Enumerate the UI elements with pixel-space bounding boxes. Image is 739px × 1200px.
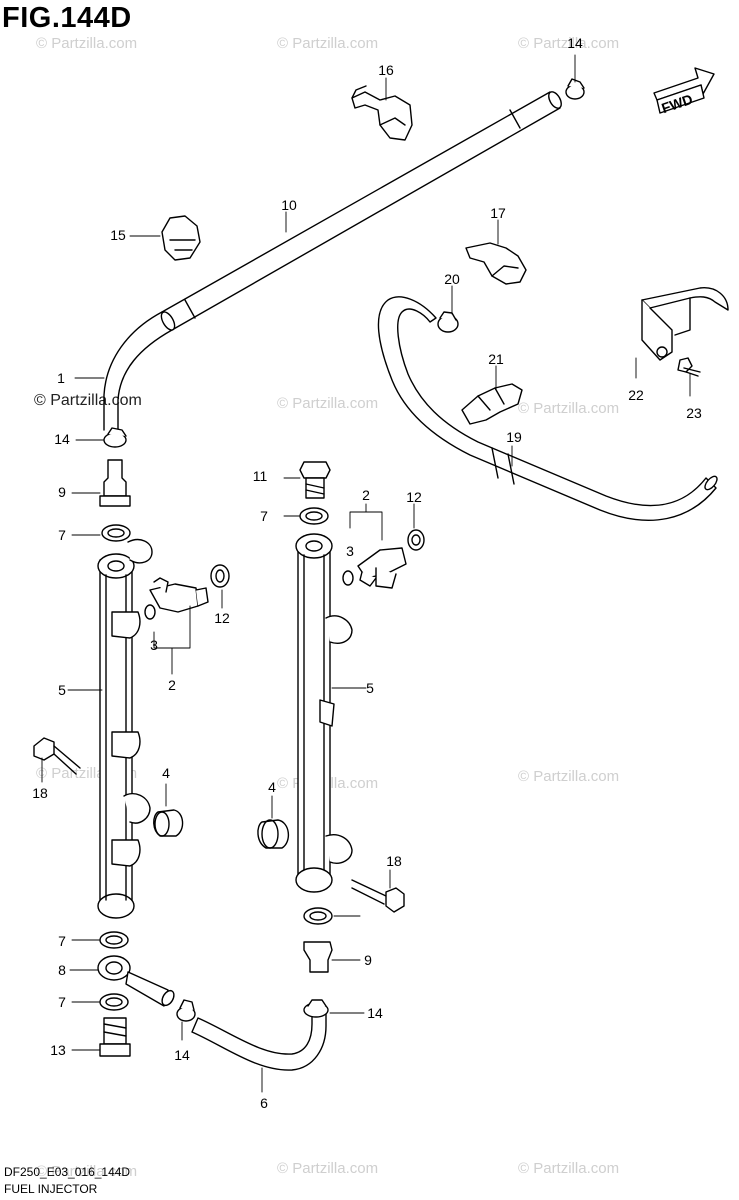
fuel-hose-upper: [103, 91, 562, 431]
plug-bolt-11: [299, 461, 331, 499]
fuel-injector-2-left: [149, 577, 209, 613]
callout-12: 12: [406, 489, 422, 505]
fuel-rail-5-right: [295, 533, 353, 893]
washer-7-right-top: [299, 507, 329, 525]
hose-clamp-14-left: [103, 427, 127, 448]
hose-clamp-14: [565, 78, 585, 100]
seal-3-right: [342, 570, 354, 586]
callout-14: 14: [174, 1047, 190, 1063]
figure-title: FIG.144D: [2, 2, 132, 34]
callout-11: 11: [253, 468, 268, 484]
callout-9: 9: [364, 952, 372, 968]
callout-13: 13: [50, 1042, 66, 1058]
watermark: © Partzilla.com: [518, 768, 620, 785]
hose-clamp-14-bottom-right: [303, 999, 329, 1018]
callout-9: 9: [58, 484, 66, 500]
grommet-4-right: [257, 819, 289, 849]
callout-22: 22: [628, 387, 644, 403]
callout-14: 14: [54, 431, 70, 447]
seal-3-left: [144, 604, 156, 620]
callout-5: 5: [366, 680, 374, 696]
hose-clip-21: [461, 383, 523, 425]
hose-fitting-9-right: [303, 941, 333, 973]
callout-5: 5: [58, 682, 66, 698]
watermark: © Partzilla.com: [518, 1160, 620, 1177]
callout-1: 1: [57, 370, 65, 386]
callout-18: 18: [32, 785, 48, 801]
callout-6: 6: [260, 1095, 268, 1111]
callout-14: 14: [567, 35, 583, 51]
callout-4: 4: [268, 779, 276, 795]
callout-7: 7: [58, 994, 66, 1010]
callout-15: 15: [110, 227, 126, 243]
callout-7: 7: [58, 527, 66, 543]
figure-name: FUEL INJECTOR: [4, 1182, 98, 1196]
callout-21: 21: [488, 351, 504, 367]
bolt-18-left: [33, 737, 81, 775]
union-bolt-13: [99, 1017, 131, 1057]
hose-clip-15: [161, 215, 201, 261]
callout-4: 4: [162, 765, 170, 781]
callout-23: 23: [686, 405, 702, 421]
watermark-main: © Partzilla.com: [34, 392, 142, 409]
figure-code: DF250_E03_016_144D: [4, 1165, 131, 1179]
grommet-4-left: [153, 809, 184, 837]
callout-19: 19: [506, 429, 522, 445]
callout-14: 14: [367, 1005, 383, 1021]
fwd-arrow-icon: FWD: [653, 67, 715, 116]
callout-numbers: 1223344556777789910111212131414141415161…: [32, 35, 702, 1111]
callout-17: 17: [490, 205, 506, 221]
union-8: [97, 955, 175, 1007]
callout-10: 10: [281, 197, 297, 213]
bolt-23: [677, 357, 701, 377]
callout-7: 7: [58, 933, 66, 949]
hose-fitting-9-left: [99, 459, 131, 507]
hose-clip-16: [351, 85, 413, 141]
watermark: © Partzilla.com: [36, 1163, 138, 1180]
fuel-rail-5-left: [97, 538, 153, 919]
fuel-injector-2-right: [357, 547, 407, 589]
callout-2: 2: [168, 677, 176, 693]
watermark: © Partzilla.com: [277, 35, 379, 52]
fuel-hose-6: [191, 1007, 327, 1071]
callout-20: 20: [444, 271, 460, 287]
bolt-18-right: [351, 879, 405, 913]
washer-7-left-mid: [99, 931, 129, 949]
bracket-22: [641, 287, 729, 361]
leader-lines: [41, 54, 691, 1093]
hose-clip-17: [465, 242, 527, 285]
fuel-hose-19: [377, 296, 718, 521]
washer-7-left-top: [101, 524, 131, 542]
callout-2: 2: [362, 487, 370, 503]
callout-16: 16: [378, 62, 394, 78]
watermark: © Partzilla.com: [36, 35, 138, 52]
watermark: © Partzilla.com: [277, 1160, 379, 1177]
hose-clamp-20: [437, 311, 459, 333]
callout-18: 18: [386, 853, 402, 869]
callout-7: 7: [260, 508, 268, 524]
watermark: © Partzilla.com: [277, 395, 379, 412]
washer-7-right-bottom: [303, 907, 333, 925]
hose-clamp-14-bottom-left: [176, 999, 196, 1022]
callout-8: 8: [58, 962, 66, 978]
callout-12: 12: [214, 610, 230, 626]
cushion-12-right: [407, 529, 425, 551]
washer-7-left-bottom: [99, 993, 129, 1011]
cushion-12-left: [210, 564, 230, 588]
watermark: © Partzilla.com: [518, 35, 620, 52]
callout-3: 3: [346, 543, 354, 559]
watermark: © Partzilla.com: [518, 400, 620, 417]
callout-3: 3: [150, 637, 158, 653]
